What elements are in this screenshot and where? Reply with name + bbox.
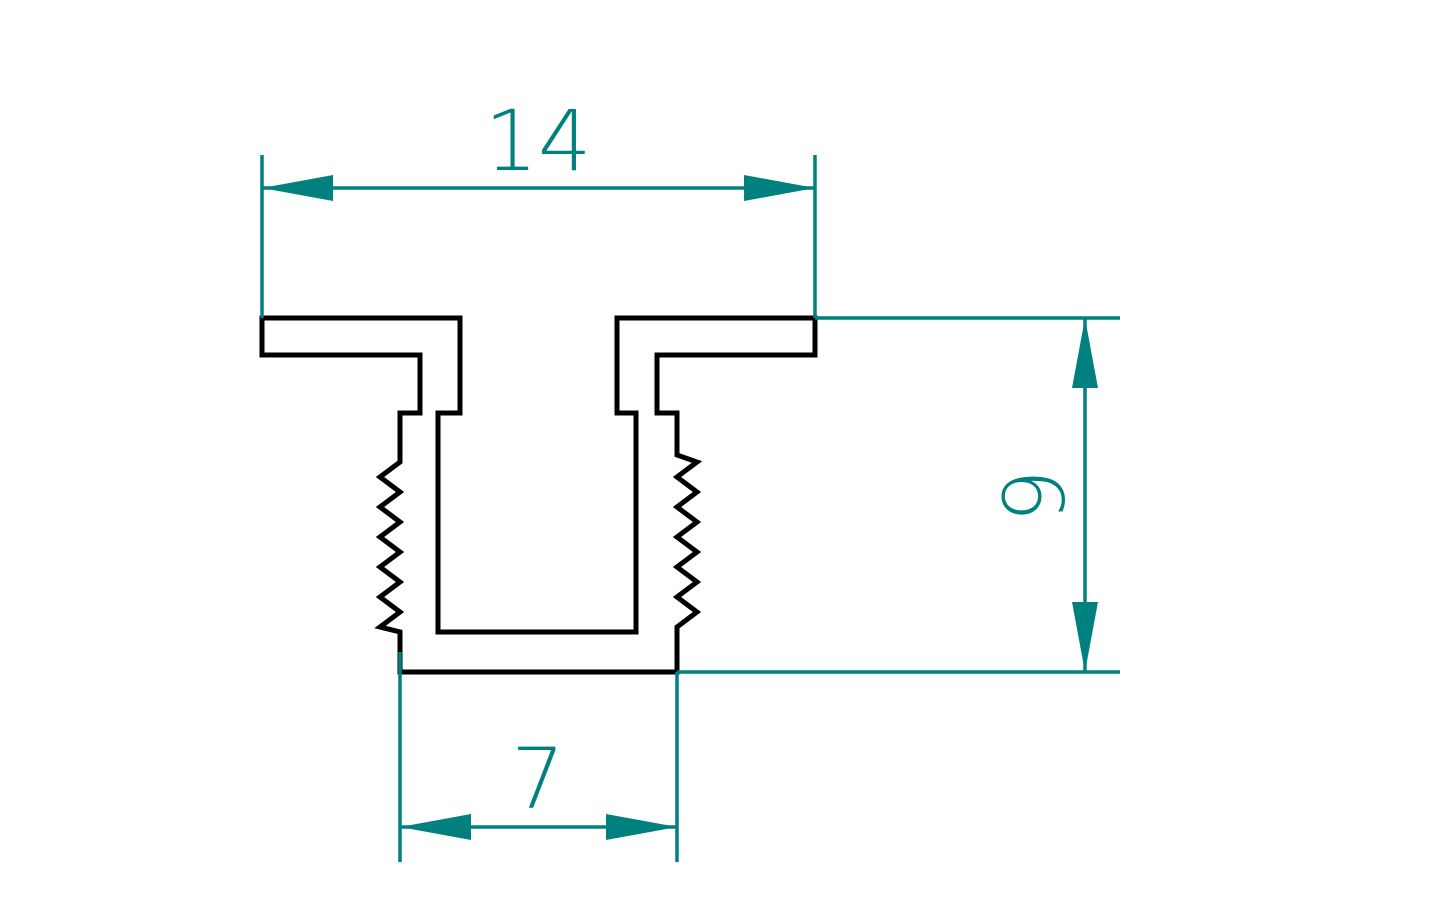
profile-outer-contour bbox=[259, 315, 818, 675]
arrowhead-top-right bbox=[744, 175, 815, 201]
dimension-label-height: 9 bbox=[986, 469, 1084, 522]
arrowhead-height-top bbox=[1072, 318, 1098, 388]
dimension-label-bottom-width: 7 bbox=[511, 730, 564, 828]
arrowhead-top-left bbox=[262, 175, 333, 201]
arrowhead-height-bottom bbox=[1072, 602, 1098, 672]
arrowheads bbox=[262, 175, 1098, 840]
arrowhead-bottom-right bbox=[606, 814, 677, 840]
profile-outline bbox=[259, 315, 818, 675]
arrowhead-bottom-left bbox=[400, 814, 471, 840]
dimension-label-top-width: 14 bbox=[485, 92, 592, 190]
